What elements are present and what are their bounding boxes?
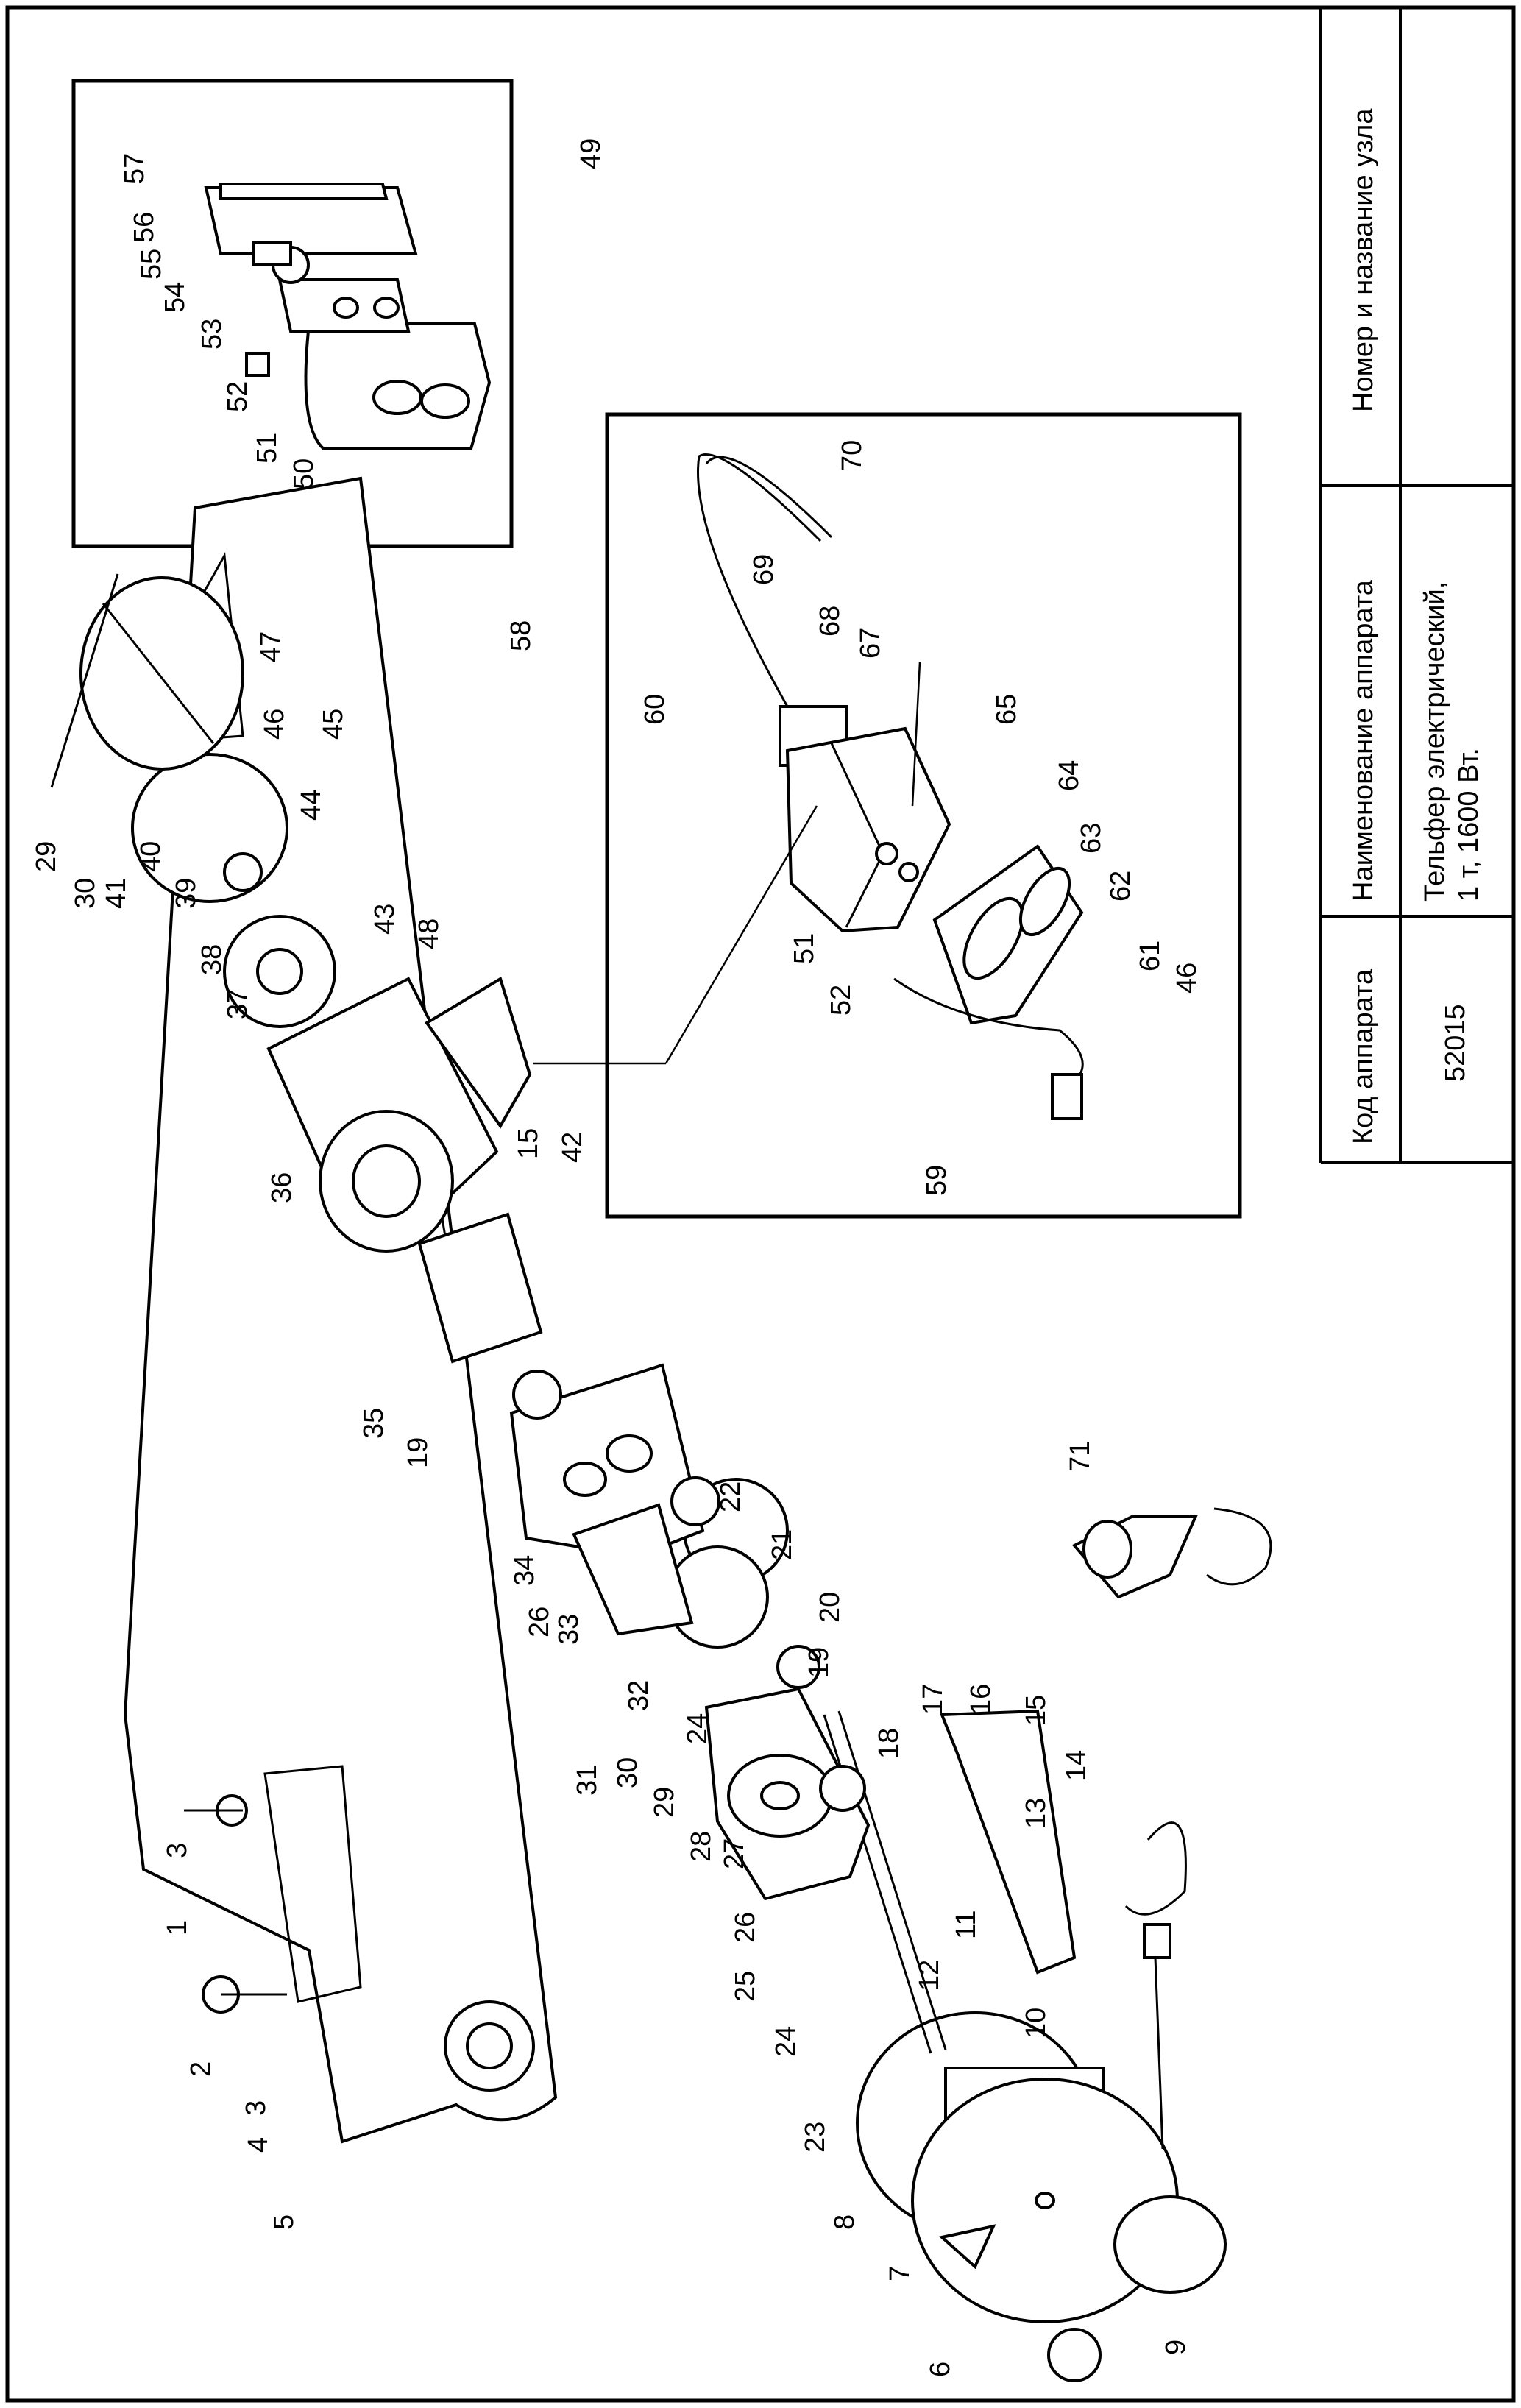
callout-70: 70 bbox=[837, 440, 868, 471]
callout-37: 37 bbox=[222, 988, 253, 1019]
callout-32: 32 bbox=[623, 1680, 654, 1711]
callout-51b: 51 bbox=[789, 933, 820, 964]
col2-header: Наименование аппарата bbox=[1348, 579, 1379, 902]
callout-36: 36 bbox=[266, 1172, 297, 1203]
callout-29b: 29 bbox=[31, 841, 62, 872]
callout-65: 65 bbox=[991, 694, 1022, 725]
callout-52b: 52 bbox=[826, 985, 857, 1016]
inset-pendant bbox=[71, 79, 514, 548]
callout-55: 55 bbox=[136, 249, 167, 280]
callout-3a: 3 bbox=[162, 1843, 193, 1858]
callout-6: 6 bbox=[925, 2362, 956, 2377]
callout-42: 42 bbox=[557, 1132, 588, 1163]
callout-19b: 19 bbox=[403, 1437, 433, 1468]
callout-21: 21 bbox=[767, 1529, 798, 1560]
callout-25: 25 bbox=[730, 1971, 761, 2002]
main-assembly bbox=[50, 476, 1272, 2382]
callout-45: 45 bbox=[318, 709, 349, 740]
col2-value-line1: Тельфер электрический, bbox=[1419, 581, 1450, 902]
callout-34: 34 bbox=[509, 1555, 540, 1586]
callout-4: 4 bbox=[243, 2137, 274, 2153]
callout-26b: 26 bbox=[524, 1607, 555, 1637]
callout-15a: 15 bbox=[1021, 1695, 1052, 1726]
callout-47: 47 bbox=[255, 631, 286, 662]
callout-10: 10 bbox=[1021, 2008, 1052, 2039]
callout-51a: 51 bbox=[252, 433, 283, 464]
callout-3b: 3 bbox=[241, 2100, 272, 2116]
callout-46a: 46 bbox=[259, 709, 290, 740]
callout-67: 67 bbox=[855, 628, 886, 659]
callout-11: 11 bbox=[951, 1911, 982, 1939]
callout-48: 48 bbox=[414, 918, 444, 949]
callout-54: 54 bbox=[160, 282, 191, 313]
callout-41: 41 bbox=[101, 878, 132, 909]
callout-22: 22 bbox=[715, 1481, 746, 1512]
callout-12: 12 bbox=[914, 1960, 945, 1991]
col1-value: 52015 bbox=[1440, 1004, 1471, 1082]
col1-header: Код аппарата bbox=[1348, 968, 1379, 1144]
callout-29a: 29 bbox=[649, 1787, 680, 1818]
callout-31: 31 bbox=[572, 1765, 603, 1796]
callout-24b: 24 bbox=[682, 1713, 713, 1744]
callout-46b: 46 bbox=[1171, 963, 1202, 994]
title-block: Код аппарата 52015 Наименование аппарата… bbox=[1319, 7, 1514, 1164]
callout-64: 64 bbox=[1054, 760, 1085, 791]
callout-62: 62 bbox=[1105, 871, 1136, 902]
callout-1: 1 bbox=[162, 1920, 193, 1936]
callout-30b: 30 bbox=[70, 878, 101, 909]
callout-5: 5 bbox=[269, 2214, 299, 2230]
callout-35: 35 bbox=[358, 1408, 389, 1439]
callout-43: 43 bbox=[369, 904, 400, 935]
callout-13: 13 bbox=[1021, 1798, 1052, 1829]
callout-56: 56 bbox=[129, 212, 160, 243]
callout-28: 28 bbox=[686, 1831, 717, 1862]
callout-19a: 19 bbox=[804, 1647, 834, 1678]
callout-23: 23 bbox=[800, 2122, 831, 2153]
callout-49: 49 bbox=[575, 138, 606, 169]
col3-header: Номер и название узла bbox=[1348, 108, 1379, 412]
callout-2: 2 bbox=[185, 2061, 216, 2077]
callout-68: 68 bbox=[815, 606, 845, 637]
callout-8: 8 bbox=[829, 2214, 860, 2230]
callout-39: 39 bbox=[171, 878, 202, 909]
callout-7: 7 bbox=[884, 2266, 915, 2281]
callout-16: 16 bbox=[965, 1684, 996, 1715]
callout-61: 61 bbox=[1135, 941, 1166, 971]
callout-53: 53 bbox=[196, 319, 227, 350]
callout-18: 18 bbox=[873, 1728, 904, 1759]
callout-labels: 1 2 3 3 4 5 6 7 8 9 10 11 12 13 14 15 16… bbox=[31, 138, 1202, 2377]
callout-59: 59 bbox=[921, 1165, 952, 1196]
callout-33: 33 bbox=[553, 1614, 584, 1645]
inset-switch bbox=[533, 412, 1242, 1219]
callout-57: 57 bbox=[119, 153, 150, 184]
callout-24a: 24 bbox=[770, 2026, 801, 2057]
callout-30a: 30 bbox=[612, 1757, 643, 1788]
callout-40: 40 bbox=[135, 841, 166, 872]
callout-17: 17 bbox=[918, 1684, 949, 1715]
callout-20: 20 bbox=[815, 1592, 845, 1623]
callout-27: 27 bbox=[719, 1838, 750, 1869]
drawing-frame bbox=[5, 5, 1516, 2403]
callout-26a: 26 bbox=[730, 1912, 761, 1943]
callout-14: 14 bbox=[1061, 1750, 1092, 1781]
callout-38: 38 bbox=[196, 944, 227, 975]
callout-44: 44 bbox=[296, 790, 327, 821]
callout-60: 60 bbox=[639, 694, 670, 725]
callout-15b: 15 bbox=[513, 1128, 544, 1159]
callout-9: 9 bbox=[1160, 2340, 1191, 2355]
callout-71: 71 bbox=[1065, 1441, 1096, 1472]
callout-50: 50 bbox=[288, 458, 319, 489]
callout-69: 69 bbox=[748, 554, 779, 585]
callout-58: 58 bbox=[506, 620, 536, 651]
callout-52a: 52 bbox=[222, 381, 253, 412]
col2-value-line2: 1 т, 1600 Вт. bbox=[1453, 748, 1484, 902]
callout-63: 63 bbox=[1076, 823, 1107, 854]
